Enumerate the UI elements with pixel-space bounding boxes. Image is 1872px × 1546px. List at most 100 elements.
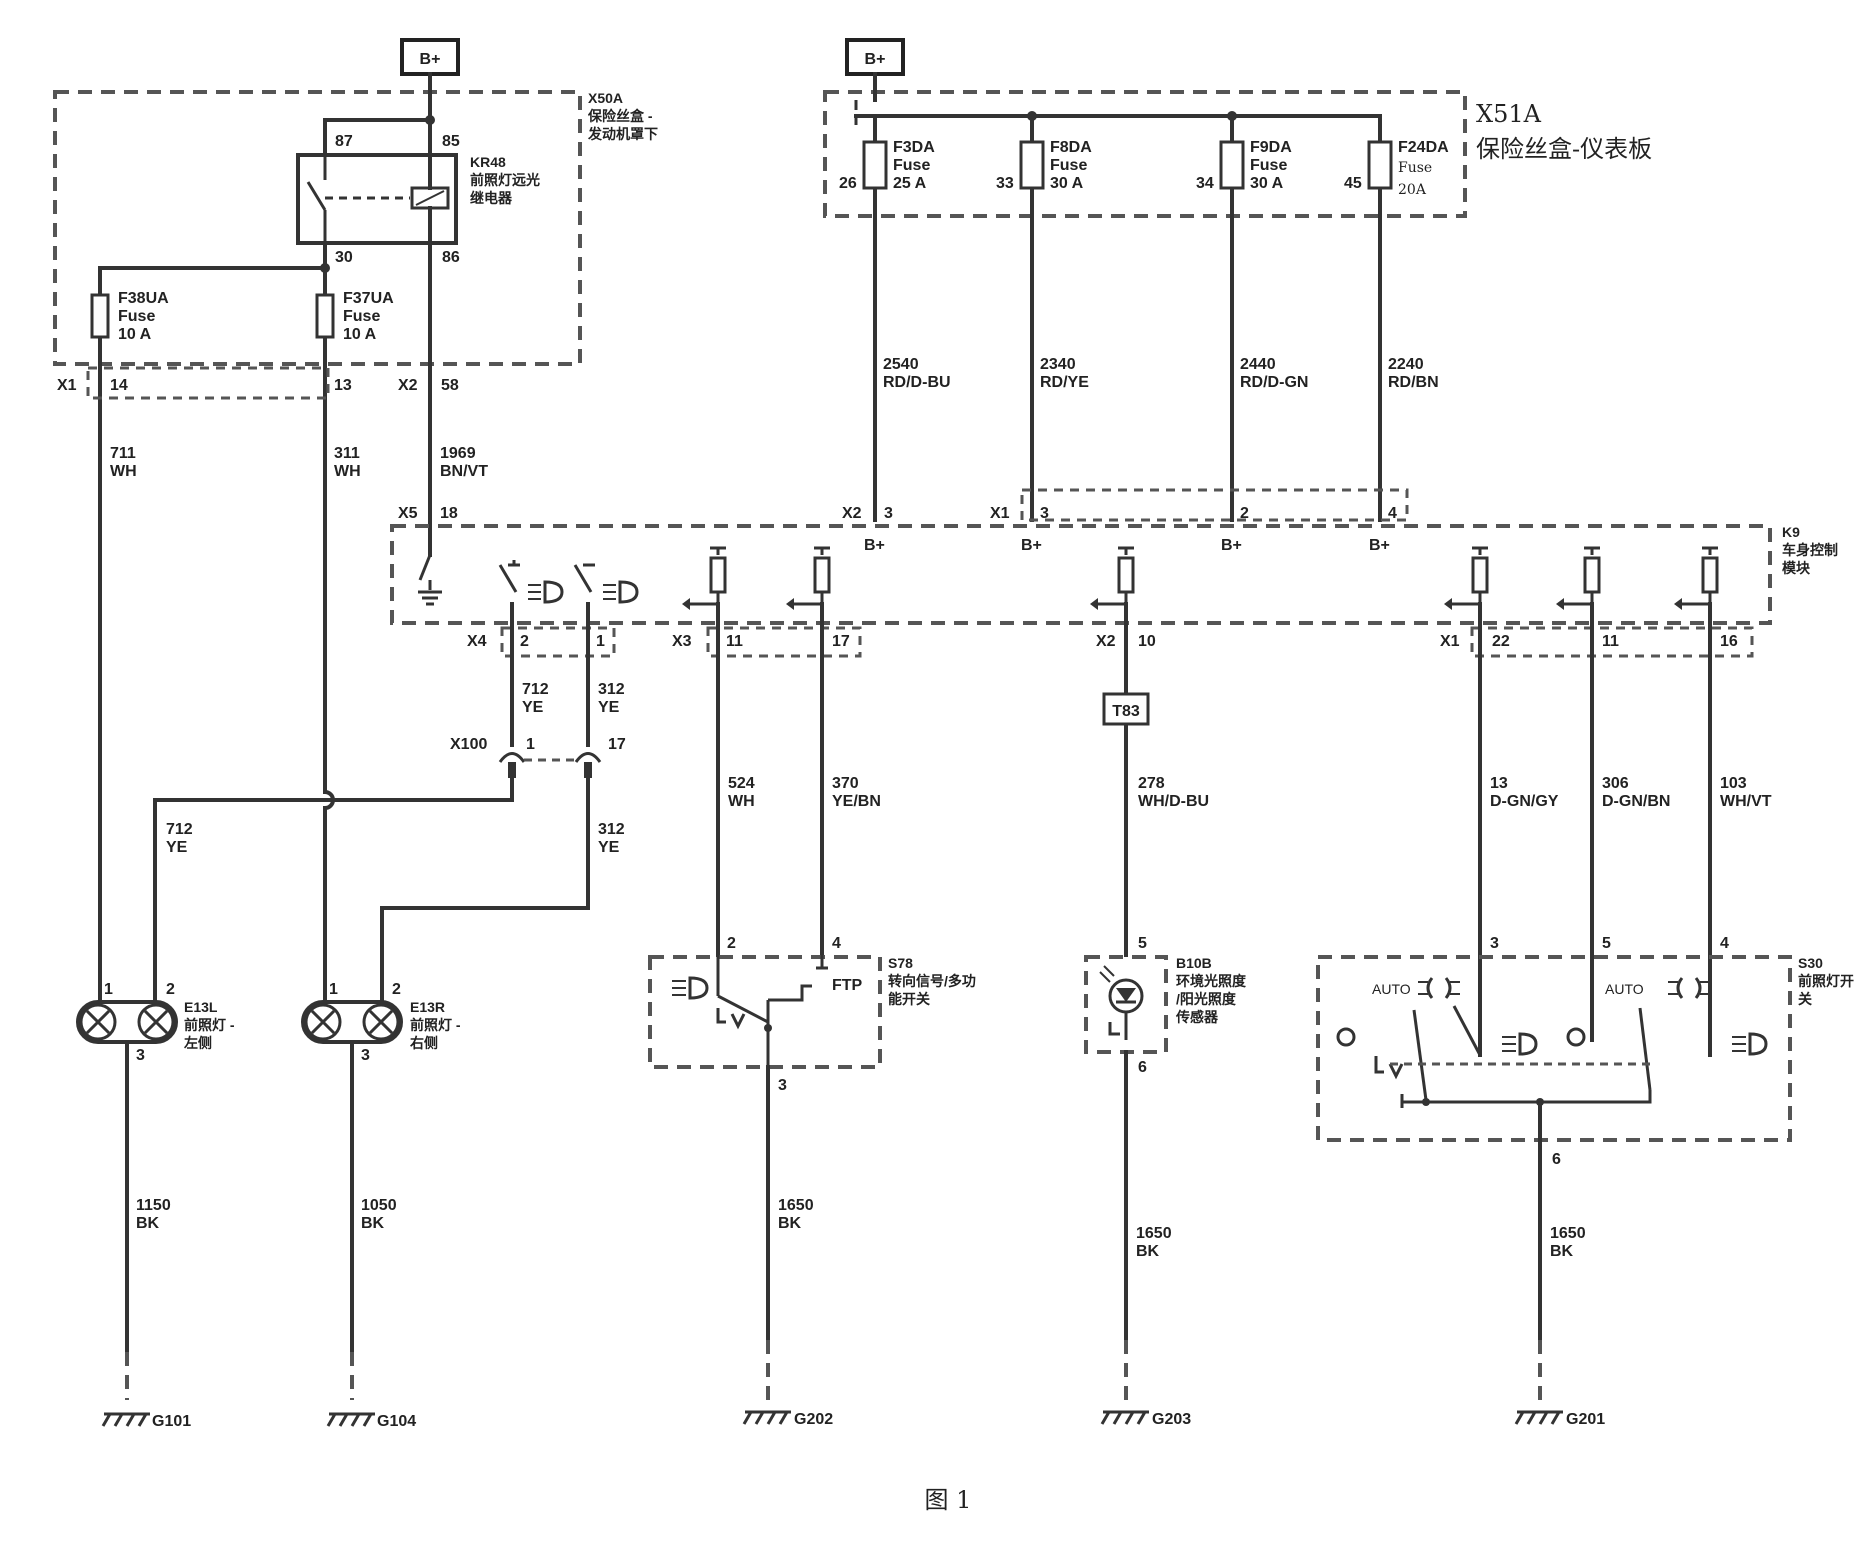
wire-711-color: WH bbox=[110, 463, 137, 480]
ground-symbol-g203: G203 bbox=[1100, 1410, 1191, 1428]
s30-line2: 关 bbox=[1798, 991, 1812, 1007]
fusebox-underhood-line2: 发动机罩下 bbox=[587, 126, 658, 142]
wire-1650a-num: 1650 bbox=[778, 1197, 814, 1214]
x100-pin-body bbox=[508, 762, 516, 778]
lamp-left-p2: 2 bbox=[166, 981, 175, 998]
bulb-filament-icon bbox=[368, 1009, 394, 1035]
relay-coil-mark bbox=[415, 190, 445, 206]
bcm-output-arrow bbox=[1444, 598, 1452, 610]
s30-code: S30 bbox=[1798, 955, 1823, 971]
wire-2540-num: 2540 bbox=[883, 356, 919, 373]
wire-2440-color: RD/D-GN bbox=[1240, 374, 1308, 391]
wire-370-color: YE/BN bbox=[832, 793, 881, 810]
bcm-output-lead bbox=[1682, 592, 1712, 606]
bcm-output-arrow bbox=[682, 598, 690, 610]
bcm-input-switch bbox=[498, 564, 518, 593]
x100-pin1: 1 bbox=[526, 736, 535, 753]
ground-icon bbox=[1514, 1410, 1563, 1425]
bcm-x1-pin-c: 4 bbox=[1388, 505, 1397, 522]
wire-712-lower bbox=[153, 776, 514, 1012]
wire-370-num: 370 bbox=[832, 775, 859, 792]
bcm-x1-top-connector bbox=[1020, 488, 1409, 522]
wire-278-color: WH/D-BU bbox=[1138, 793, 1209, 810]
fuse-f3da-type: Fuse bbox=[893, 157, 930, 174]
bcm-x1b-pin-b: 11 bbox=[1602, 633, 1619, 650]
fusebox-ip-outline bbox=[823, 90, 1467, 218]
lamp-right-p3: 3 bbox=[361, 1047, 370, 1064]
bcm-ground-icon bbox=[418, 590, 442, 606]
wire-312b-color: YE bbox=[598, 839, 620, 856]
parking-lamp-rays bbox=[1668, 981, 1710, 995]
bcm-output-lead bbox=[1564, 592, 1594, 606]
x50a-pin13: 13 bbox=[334, 377, 352, 394]
bcm-x1b-pin-a: 22 bbox=[1492, 633, 1510, 650]
wire-1150-color: BK bbox=[136, 1215, 160, 1232]
wire-711-num: 711 bbox=[110, 445, 136, 462]
relay-pin30: 30 bbox=[335, 249, 353, 266]
bulb-filament-icon bbox=[143, 1009, 169, 1035]
bcm-output-arrow bbox=[786, 598, 794, 610]
b10b-code: B10B bbox=[1176, 955, 1212, 971]
bcm-high-beam-input-2 bbox=[573, 563, 639, 604]
bcm-x5: X5 bbox=[398, 505, 418, 522]
s30-momentary-icon bbox=[1374, 1056, 1404, 1080]
wire-712a-color: YE bbox=[522, 699, 544, 716]
s30-p3: 3 bbox=[1490, 935, 1499, 952]
wire-2340-color: RD/YE bbox=[1040, 374, 1089, 391]
fusebox-ip-code: X51A bbox=[1476, 100, 1542, 128]
bcm-output-symbols bbox=[682, 546, 1719, 610]
lamp-right-line1: 前照灯 - bbox=[410, 1017, 461, 1033]
bcm-output-arrow bbox=[1090, 598, 1098, 610]
headlamp-icon bbox=[1518, 1032, 1538, 1056]
bcm-x1: X1 bbox=[990, 505, 1010, 522]
bcm-line1: 车身控制 bbox=[1782, 542, 1838, 558]
bcm-x3-pin-b: 17 bbox=[832, 633, 850, 650]
wire-524-num: 524 bbox=[728, 775, 755, 792]
light-ray-icon bbox=[1099, 965, 1115, 983]
headlamp-icon bbox=[688, 976, 709, 1000]
wire-1150-num: 1150 bbox=[136, 1197, 171, 1214]
fuse-f24da-rating: 20A bbox=[1398, 182, 1427, 198]
x50a-x1-connector bbox=[86, 366, 330, 400]
fuse-f3da-code: F3DA bbox=[893, 139, 935, 156]
ground-symbol-g201: G201 bbox=[1514, 1410, 1605, 1428]
fuse-f8da-rating: 30 A bbox=[1050, 175, 1084, 192]
bcm-output-lead bbox=[794, 592, 824, 606]
b10b-p6: 6 bbox=[1138, 1059, 1147, 1076]
wire-1650c-num: 1650 bbox=[1550, 1225, 1586, 1242]
fuse-f8da bbox=[1019, 140, 1045, 190]
s78-line2: 能开关 bbox=[888, 991, 930, 1007]
bcm-bplus-1: B+ bbox=[864, 537, 885, 554]
lamp-left-line1: 前照灯 - bbox=[184, 1017, 235, 1033]
b10b-line2: /阳光照度 bbox=[1176, 991, 1237, 1007]
s30-common-bus bbox=[1400, 1090, 1652, 1108]
t83-label: T83 bbox=[1112, 703, 1140, 720]
relay-line1: 前照灯远光 bbox=[470, 172, 540, 188]
bcm-output-lead bbox=[690, 592, 720, 606]
bcm-x5-pin: 18 bbox=[440, 505, 458, 522]
bcm-bplus-3: B+ bbox=[1221, 537, 1242, 554]
relay-pin86: 86 bbox=[442, 249, 460, 266]
fuse-f8da-type: Fuse bbox=[1050, 157, 1087, 174]
fuse-f3da-pin: 26 bbox=[839, 175, 857, 192]
s30-off-contact bbox=[1566, 1027, 1586, 1047]
x50a-x1: X1 bbox=[57, 377, 77, 394]
bcm-bplus-2: B+ bbox=[1021, 537, 1042, 554]
s78-p3: 3 bbox=[778, 1077, 787, 1094]
wire-1650a-color: BK bbox=[778, 1215, 802, 1232]
bcm-x4-pin-a: 2 bbox=[520, 633, 529, 650]
x100-pin-body bbox=[584, 762, 592, 778]
wire-306-num: 306 bbox=[1602, 775, 1629, 792]
fuse-f3da bbox=[862, 140, 888, 190]
bcm-output-arrow bbox=[1674, 598, 1682, 610]
figure-caption: 图 1 bbox=[925, 1486, 972, 1514]
wire-1969-color: BN/VT bbox=[440, 463, 488, 480]
ground-icon bbox=[326, 1412, 375, 1427]
ground-g104-label: G104 bbox=[377, 1413, 416, 1430]
s78-line1: 转向信号/多功 bbox=[888, 973, 976, 989]
ground-symbol-g202: G202 bbox=[742, 1410, 833, 1428]
bcm-x4: X4 bbox=[467, 633, 487, 650]
ground-symbol-g104: G104 bbox=[326, 1412, 416, 1430]
lamp-right-p1: 1 bbox=[329, 981, 338, 998]
